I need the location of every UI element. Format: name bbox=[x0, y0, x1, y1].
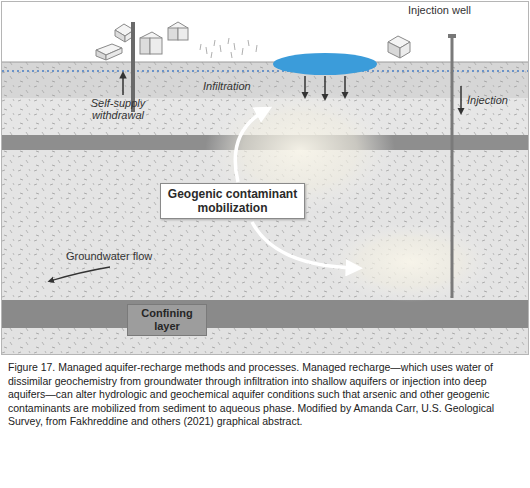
layer-label-box: Confining layer bbox=[127, 304, 207, 336]
process-label: Injection bbox=[467, 94, 527, 106]
well-label: Injection well bbox=[408, 4, 498, 16]
well-label: Self-supply withdrawal bbox=[82, 97, 154, 121]
aquifer-illustration bbox=[0, 0, 530, 356]
figure-caption: Figure 17. Managed aquifer-recharge meth… bbox=[8, 361, 522, 429]
node-text: Geogenic contaminant mobilization bbox=[167, 187, 298, 215]
flow-label: Groundwater flow bbox=[66, 250, 166, 262]
node-text: Confining layer bbox=[132, 307, 202, 333]
process-label: Infiltration bbox=[203, 80, 273, 92]
callout-box: Geogenic contaminant mobilization bbox=[160, 183, 305, 219]
